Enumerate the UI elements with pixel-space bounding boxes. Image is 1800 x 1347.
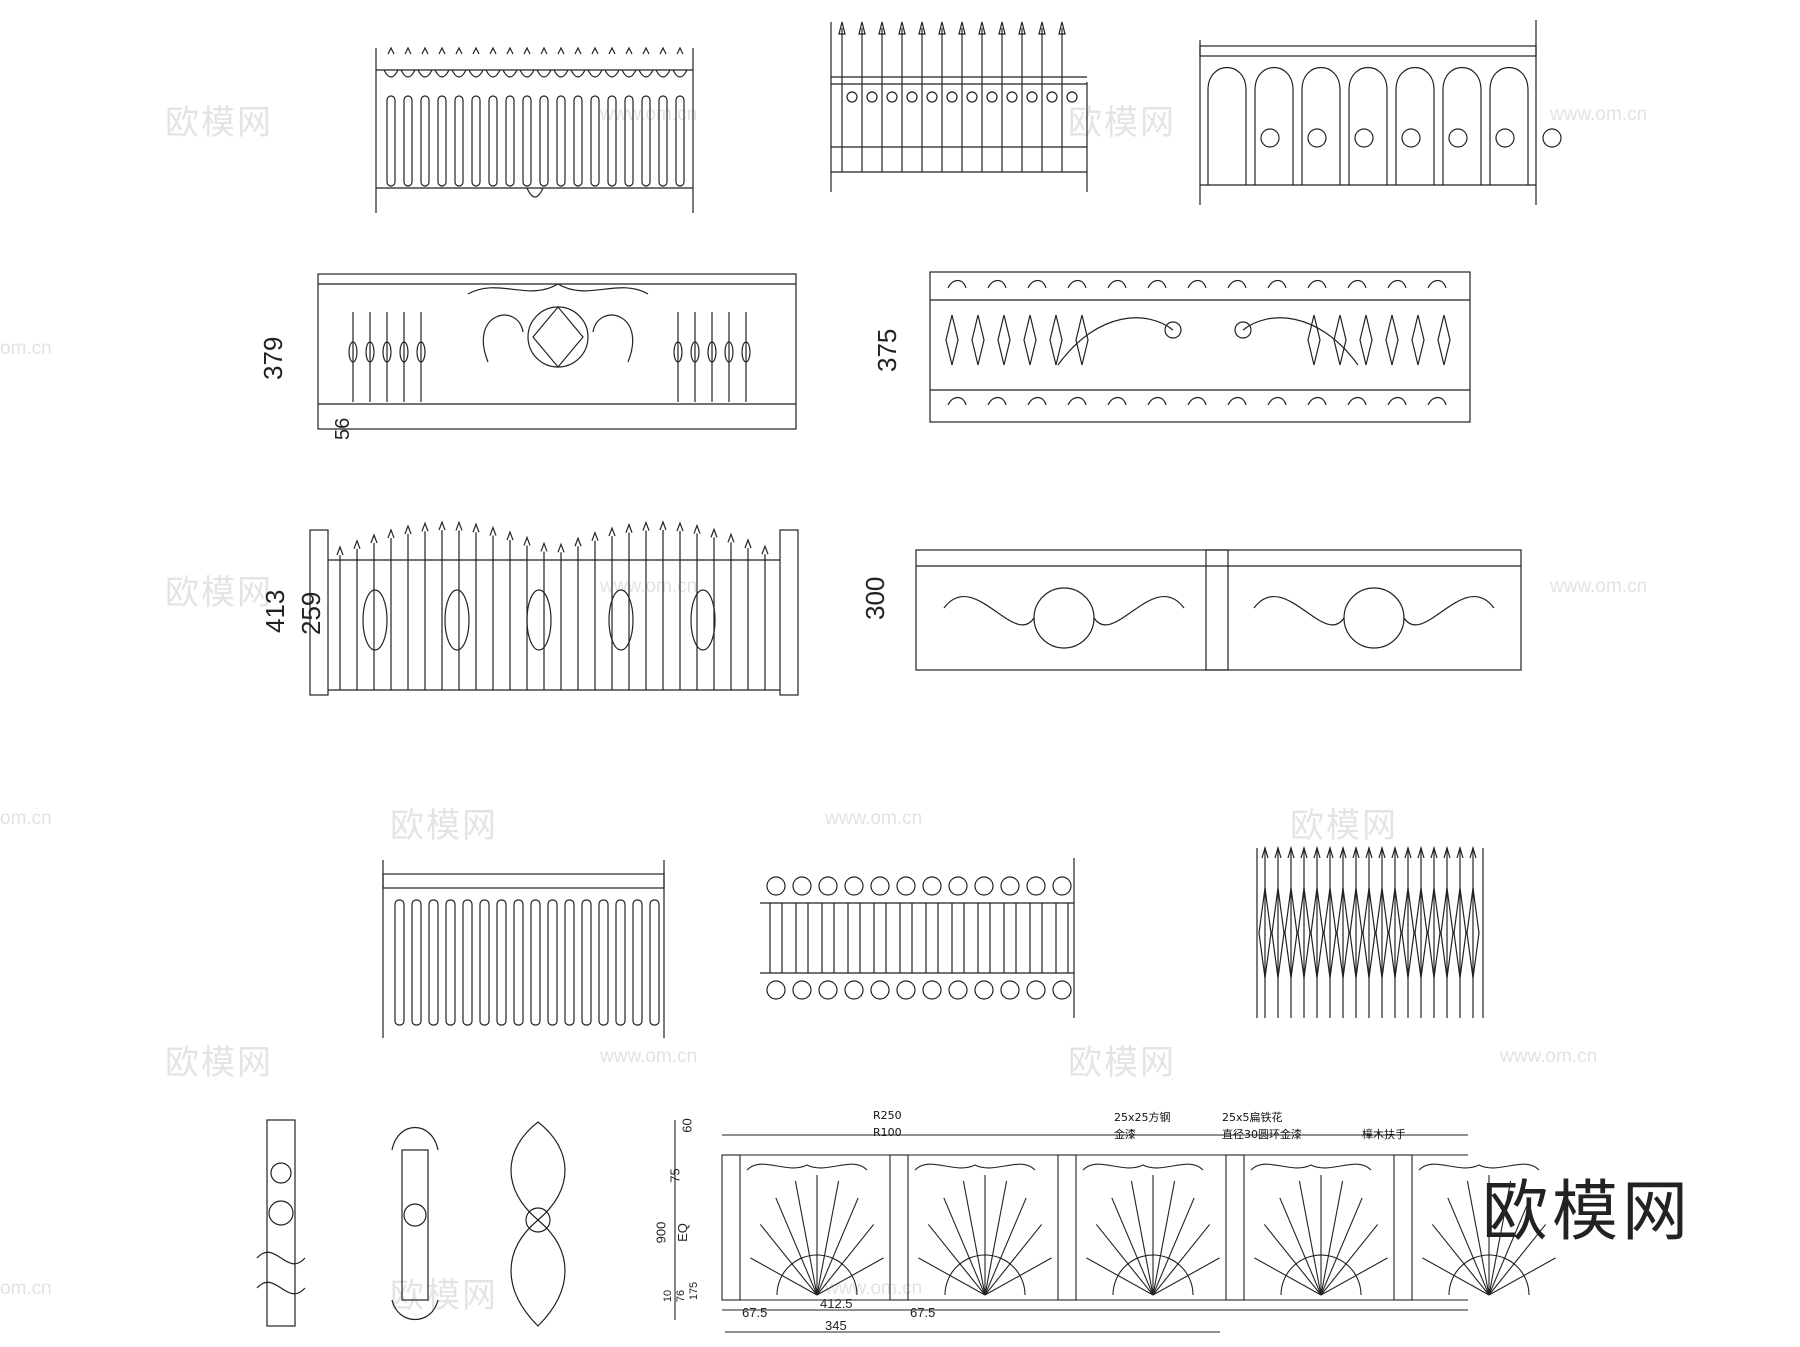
watermark-url: om.cn: [0, 808, 52, 829]
watermark: 欧模网: [1068, 1043, 1176, 1083]
fence-panel-8: [382, 860, 665, 1038]
watermark-url: www.om.cn: [600, 1046, 698, 1067]
dimension-label: 175: [688, 1281, 701, 1301]
dimension-label: 75: [667, 1168, 683, 1183]
fence-panel-1: [375, 46, 694, 213]
fence-panel-2: [830, 21, 1088, 192]
watermark-url: www.om.cn: [1500, 1046, 1598, 1067]
annotation: 金漆: [1114, 1128, 1136, 1141]
dimension-label: 900: [653, 1221, 669, 1244]
dimension-label: 300: [860, 576, 890, 620]
brand-logo: 欧模网: [1482, 1173, 1692, 1250]
gate-panel-6: [309, 520, 799, 696]
annotation: 25x5扁铁花: [1222, 1111, 1283, 1124]
watermark-url: www.om.cn: [600, 104, 698, 125]
dimension-label: 345: [825, 1318, 847, 1333]
watermark-url: www.om.cn: [825, 1278, 923, 1299]
fence-panel-10: [1256, 845, 1484, 1018]
fence-panel-3: [1199, 20, 1562, 205]
watermark-url: www.om.cn: [825, 808, 923, 829]
dimension-label: 259: [296, 591, 326, 635]
watermark: 欧模网: [390, 806, 498, 846]
baluster-2: [391, 1126, 439, 1321]
watermark: 欧模网: [165, 573, 273, 613]
fence-panel-7: [915, 549, 1522, 671]
watermark: 欧模网: [1290, 806, 1398, 846]
railing-elevation-drawing: [674, 1120, 1556, 1333]
fence-panel-9: [760, 858, 1075, 1018]
fence-panel-5: [929, 271, 1471, 423]
annotation: 直径30圆环金漆: [1222, 1128, 1302, 1141]
dimension-label: 60: [679, 1118, 695, 1133]
dimension-label: EQ: [674, 1223, 690, 1242]
dimension-label: 10: [662, 1289, 675, 1303]
dimension-label: 413: [260, 589, 290, 633]
annotation: 樟木扶手: [1362, 1128, 1406, 1141]
watermark-url: www.om.cn: [1550, 576, 1648, 597]
dimension-label: 379: [258, 336, 288, 380]
dimension-label: 375: [872, 328, 902, 372]
watermark: 欧模网: [165, 103, 273, 143]
dimension-label: 67.5: [910, 1305, 936, 1320]
dimension-label: 76: [675, 1289, 688, 1303]
annotation: R250: [873, 1109, 902, 1122]
watermark-url: om.cn: [0, 338, 52, 359]
watermark-url: www.om.cn: [1550, 104, 1648, 125]
dimension-label: 67.5: [742, 1305, 768, 1320]
annotation: 25x25方钢: [1114, 1111, 1171, 1124]
watermark: 欧模网: [1068, 103, 1176, 143]
dimension-label: 412.5: [820, 1296, 853, 1311]
watermark: 欧模网: [165, 1043, 273, 1083]
baluster-1: [256, 1119, 306, 1327]
baluster-3: [510, 1121, 566, 1327]
fence-panel-4: [317, 273, 797, 430]
watermark-url: om.cn: [0, 1278, 52, 1299]
annotation: R100: [873, 1126, 902, 1139]
watermark: 欧模网: [390, 1276, 498, 1316]
dimension-label: 56: [332, 417, 354, 440]
